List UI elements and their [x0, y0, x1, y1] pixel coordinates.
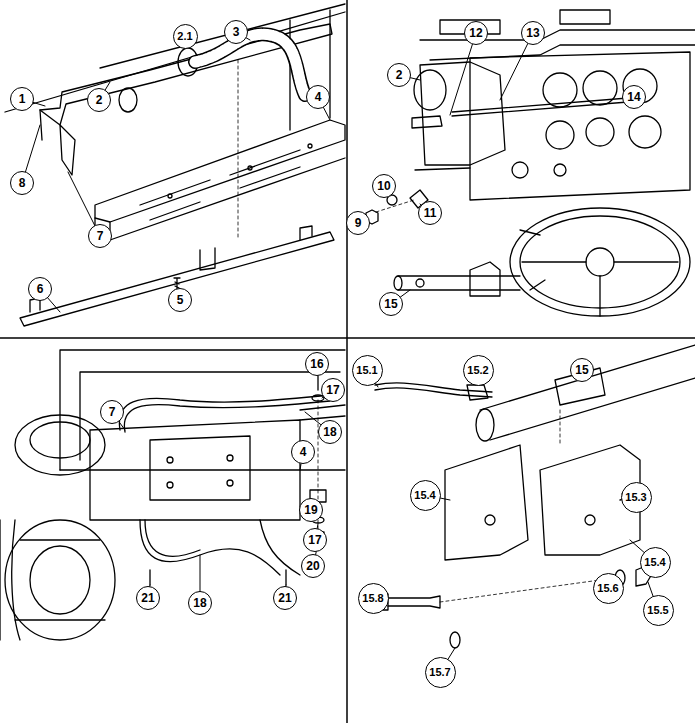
callout-number: 10	[377, 180, 390, 192]
callout-number: 7	[109, 406, 116, 418]
callout-circle: 4	[291, 440, 315, 464]
callout-circle: 15.6	[593, 573, 624, 604]
callout-number: 9	[355, 217, 362, 229]
callout-circle: 8	[10, 171, 34, 195]
callout-circle: 21	[136, 586, 160, 610]
callout-circle: 15.5	[643, 595, 674, 626]
callout-circle: 15	[379, 292, 403, 316]
callout-number: 7	[97, 230, 104, 242]
callout-circle: 7	[88, 224, 112, 248]
callout-number: 18	[323, 426, 336, 438]
callout-number: 11	[424, 207, 437, 219]
callout-number: 13	[526, 27, 539, 39]
callout-number: 15.3	[625, 492, 646, 503]
callout-number: 17	[308, 534, 321, 546]
callout-circle: 15.7	[425, 657, 456, 688]
callout-circle: 15.4	[410, 480, 441, 511]
callout-circle: 15.4	[640, 547, 671, 578]
callout-number: 17	[326, 384, 339, 396]
callout-circle: 3	[224, 20, 248, 44]
callout-number: 15	[384, 298, 397, 310]
callout-number: 5	[177, 294, 184, 306]
callout-number: 8	[19, 177, 26, 189]
callout-circle: 11	[418, 201, 442, 225]
callout-number: 14	[627, 91, 640, 103]
callout-circle: 15.8	[358, 583, 389, 614]
callout-circle: 19	[299, 498, 323, 522]
callout-number: 15	[575, 364, 588, 376]
callout-number: 15.5	[647, 605, 668, 616]
callout-circle: 18	[188, 591, 212, 615]
callout-number: 15.4	[414, 490, 435, 501]
callout-number: 4	[300, 446, 307, 458]
callout-number: 20	[306, 560, 319, 572]
callout-circle: 2.1	[173, 24, 198, 49]
callout-circle: 10	[372, 174, 396, 198]
callout-number: 15.4	[644, 557, 665, 568]
callout-number: 12	[469, 27, 482, 39]
callout-number: 2.1	[177, 31, 192, 42]
callout-number: 6	[37, 283, 44, 295]
callout-circle: 4	[306, 85, 330, 109]
callout-circle: 14	[622, 85, 646, 109]
callout-number: 2	[396, 69, 403, 81]
callout-circle: 6	[28, 277, 52, 301]
callout-number: 15.2	[467, 365, 488, 376]
callout-number: 21	[278, 592, 291, 604]
callout-number: 15.6	[597, 583, 618, 594]
callout-circle: 17	[303, 528, 327, 552]
callout-circle: 20	[301, 554, 325, 578]
callout-circle: 18	[318, 420, 342, 444]
callout-number: 1	[19, 93, 26, 105]
callout-circle: 2	[387, 63, 411, 87]
callout-number: 19	[304, 504, 317, 516]
callout-number: 15.7	[429, 667, 450, 678]
callout-number: 18	[193, 597, 206, 609]
callout-circle: 15	[570, 358, 594, 382]
callout-circle: 15.1	[352, 355, 383, 386]
callout-circle: 15.2	[463, 355, 494, 386]
callout-circle: 17	[321, 378, 345, 402]
callout-number: 16	[310, 358, 323, 370]
callout-circle: 1	[10, 87, 34, 111]
callout-circle: 5	[168, 288, 192, 312]
callout-number: 4	[315, 91, 322, 103]
callout-number: 15.8	[362, 593, 383, 604]
callout-circle: 12	[464, 21, 488, 45]
callout-circle: 7	[100, 400, 124, 424]
callout-circle: 15.3	[621, 482, 652, 513]
callout-circle: 21	[273, 586, 297, 610]
callout-number: 3	[233, 26, 240, 38]
callout-circle: 9	[346, 211, 370, 235]
callout-number: 2	[96, 94, 103, 106]
callout-number: 15.1	[356, 365, 377, 376]
callout-circle: 13	[521, 21, 545, 45]
callout-circle: 2	[87, 88, 111, 112]
callout-circle: 16	[305, 352, 329, 376]
callout-number: 21	[141, 592, 154, 604]
